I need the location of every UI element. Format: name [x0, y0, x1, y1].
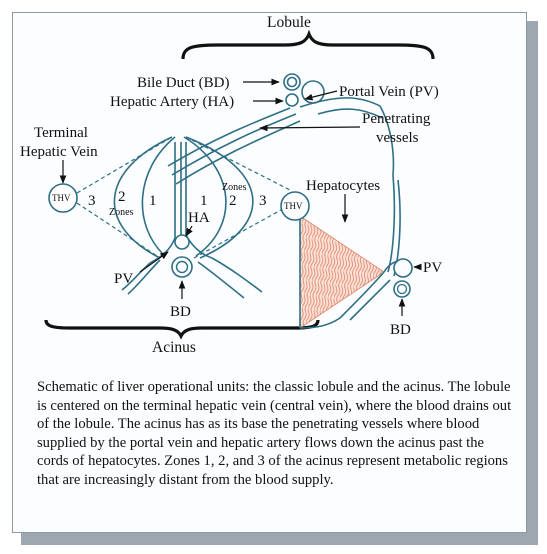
penetrating-label-2: vessels [376, 130, 419, 146]
penetrating-vessels [167, 97, 395, 185]
zone3-right: 3 [259, 193, 267, 209]
figure-caption: Schematic of liver operational units: th… [37, 379, 512, 488]
acinus-lower-branches [121, 257, 263, 299]
zone2-right: 2 [229, 193, 237, 209]
acinus-brace [44, 319, 320, 340]
right-pv-circle [393, 258, 413, 278]
zones-right: Zones [222, 182, 247, 193]
lobule-brace [181, 29, 435, 60]
pv-label: PV [114, 271, 133, 287]
zones-left: Zones [109, 207, 134, 218]
right-thv-circle [280, 191, 310, 221]
lobule-label: Lobule [267, 14, 311, 31]
zone3-left: 3 [88, 193, 96, 209]
acinus-ha-circle [174, 234, 190, 250]
top-bile-duct [283, 73, 301, 91]
acinus-zone-lines [113, 136, 254, 259]
top-triad [283, 73, 325, 107]
bile-duct-label: Bile Duct (BD) [137, 75, 229, 91]
right-bd-circle [393, 280, 411, 298]
hepatic-artery-label: Hepatic Artery (HA) [110, 94, 234, 110]
zone2-left: 2 [118, 189, 126, 205]
acinus-outline [76, 136, 291, 259]
top-hepatic-artery [285, 93, 299, 107]
ha-label: HA [188, 210, 210, 226]
zone1-right: 1 [200, 193, 208, 209]
right-bd-label: BD [390, 322, 411, 338]
right-thv-label: THV [284, 201, 303, 211]
bd-label: BD [170, 304, 191, 320]
portal-vein-label: Portal Vein (PV) [339, 84, 439, 100]
acinus-bd-circle [171, 256, 193, 278]
hepatocyte-wedge [299, 215, 385, 329]
terminal-label-2: Hepatic Vein [20, 144, 98, 160]
penetrating-label-1: Penetrating [362, 111, 431, 127]
terminal-label-1: Terminal [34, 125, 88, 141]
hepatocytes-label: Hepatocytes [306, 178, 380, 194]
figure-panel [12, 12, 527, 533]
left-thv-circle [48, 183, 78, 213]
left-thv-label: THV [52, 193, 71, 203]
zone1-left: 1 [149, 193, 157, 209]
top-portal-vein [301, 80, 325, 104]
acinus-label: Acinus [152, 339, 196, 356]
right-pv-label: PV [423, 260, 442, 276]
